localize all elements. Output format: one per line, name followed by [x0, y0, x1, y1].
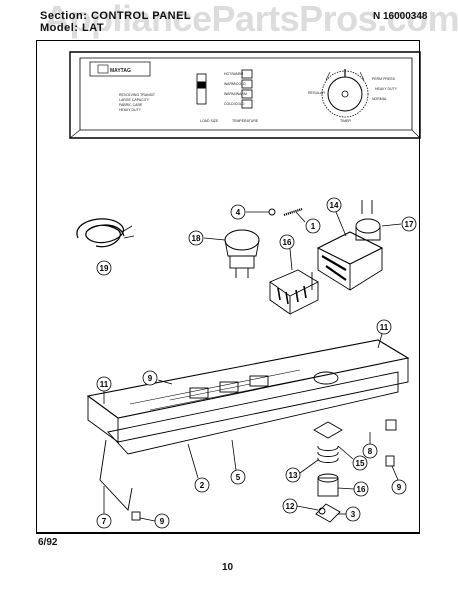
- brand-plate: [89, 61, 151, 77]
- callout-16-top: 16: [279, 234, 295, 271]
- svg-text:5: 5: [236, 473, 241, 482]
- push-button-switch: [269, 269, 319, 315]
- panel-text-2: LARGE CAPACITY: [119, 98, 150, 102]
- callout-17: 17: [381, 216, 417, 232]
- load-size-label: LOAD SIZE: [200, 119, 219, 123]
- control-base-frame: [86, 339, 410, 521]
- brand-name: MAYTAG: [110, 68, 131, 74]
- callout-4: 4: [230, 204, 269, 220]
- callout-9-top: 9: [142, 370, 173, 386]
- svg-text:18: 18: [192, 234, 201, 243]
- svg-text:16: 16: [357, 485, 366, 494]
- temp-button-2[interactable]: [241, 79, 253, 89]
- model-label: Model: LAT: [40, 22, 105, 34]
- temp-button-3[interactable]: [241, 89, 253, 99]
- panel-text-4: HEAVY DUTY: [119, 108, 142, 112]
- control-panel-text: MAYTAG REVOLVING TRANSIT LARGE CAPACITY …: [110, 68, 398, 123]
- svg-text:9: 9: [148, 374, 153, 383]
- part-number: N 16000348: [373, 11, 428, 22]
- temperature-label: TEMPERATURE: [232, 119, 259, 123]
- temp-option-4: COLD/COLD: [224, 102, 245, 106]
- section-title: Section: CONTROL PANEL: [40, 10, 192, 22]
- svg-text:16: 16: [283, 238, 292, 247]
- callout-19: 19: [96, 260, 112, 276]
- diagram-frame: [36, 40, 420, 533]
- callout-13: 13: [285, 459, 319, 483]
- callout-11-left: 11: [96, 376, 112, 404]
- callout-12: 12: [282, 498, 319, 514]
- svg-text:12: 12: [286, 502, 295, 511]
- control-panel-illustration: [69, 51, 421, 139]
- revision-date: 6/92: [38, 537, 58, 548]
- timer-motor: [316, 200, 384, 291]
- svg-text:3: 3: [351, 510, 356, 519]
- panel-text-3: FABRIC CARE: [119, 103, 143, 107]
- svg-text:15: 15: [356, 459, 365, 468]
- callout-8: 8: [362, 432, 378, 459]
- knob-and-spring: [268, 207, 303, 217]
- callout-2: 2: [187, 443, 210, 493]
- svg-text:14: 14: [330, 201, 339, 210]
- svg-text:2: 2: [200, 481, 205, 490]
- timer-label: TIMER: [340, 119, 351, 123]
- load-size-selector[interactable]: [196, 73, 207, 105]
- temp-option-2: WARM/COLD: [224, 82, 246, 86]
- callout-9-right: 9: [391, 465, 407, 495]
- callout-7: 7: [96, 486, 112, 529]
- dial-text-4: NORMAL: [372, 97, 387, 101]
- timer-dial-ring: [321, 70, 369, 118]
- watermark: AppliancePartsPros.com: [44, 0, 458, 39]
- svg-text:11: 11: [100, 380, 109, 389]
- callout-9-bottom: 9: [139, 513, 170, 529]
- callout-18: 18: [188, 230, 226, 246]
- temp-option-3: WARM/WARM: [224, 92, 247, 96]
- timer-dial[interactable]: [327, 76, 363, 112]
- footer-divider: [36, 533, 420, 534]
- svg-text:1: 1: [311, 222, 316, 231]
- svg-text:11: 11: [380, 323, 389, 332]
- svg-text:19: 19: [100, 264, 109, 273]
- svg-text:9: 9: [160, 517, 165, 526]
- callout-5: 5: [230, 439, 246, 485]
- section-heading: Section: CONTROL PANEL Model: LAT: [40, 10, 191, 34]
- callout-3: 3: [338, 506, 361, 522]
- svg-text:7: 7: [102, 517, 107, 526]
- svg-text:17: 17: [405, 220, 414, 229]
- callout-11-right: 11: [376, 319, 392, 349]
- temp-button-1[interactable]: [241, 69, 253, 79]
- callout-14: 14: [326, 197, 347, 237]
- svg-text:9: 9: [397, 483, 402, 492]
- agitator-cam-stack: [313, 421, 343, 523]
- temp-button-4[interactable]: [241, 99, 253, 109]
- temp-option-1: HOT/WARM: [224, 72, 243, 76]
- svg-text:13: 13: [289, 471, 298, 480]
- dial-text-2: HEAVY DUTY: [375, 87, 398, 91]
- part-callouts: 4 1 14 17 18 16 19 11 9 11 2 5 8 15 13 9…: [96, 197, 417, 529]
- dial-text-1: PERM PRESS: [372, 77, 396, 81]
- svg-text:8: 8: [368, 447, 373, 456]
- dial-text-3: REGULAR: [308, 91, 325, 95]
- callout-1: 1: [295, 211, 321, 234]
- panel-text-1: REVOLVING TRANSIT: [119, 93, 156, 97]
- rotary-switch: [224, 229, 260, 278]
- page-number: 10: [222, 562, 234, 573]
- svg-text:4: 4: [236, 208, 241, 217]
- wire-harness: [76, 218, 135, 248]
- callout-15: 15: [337, 445, 368, 471]
- callout-16-bottom: 16: [337, 481, 369, 497]
